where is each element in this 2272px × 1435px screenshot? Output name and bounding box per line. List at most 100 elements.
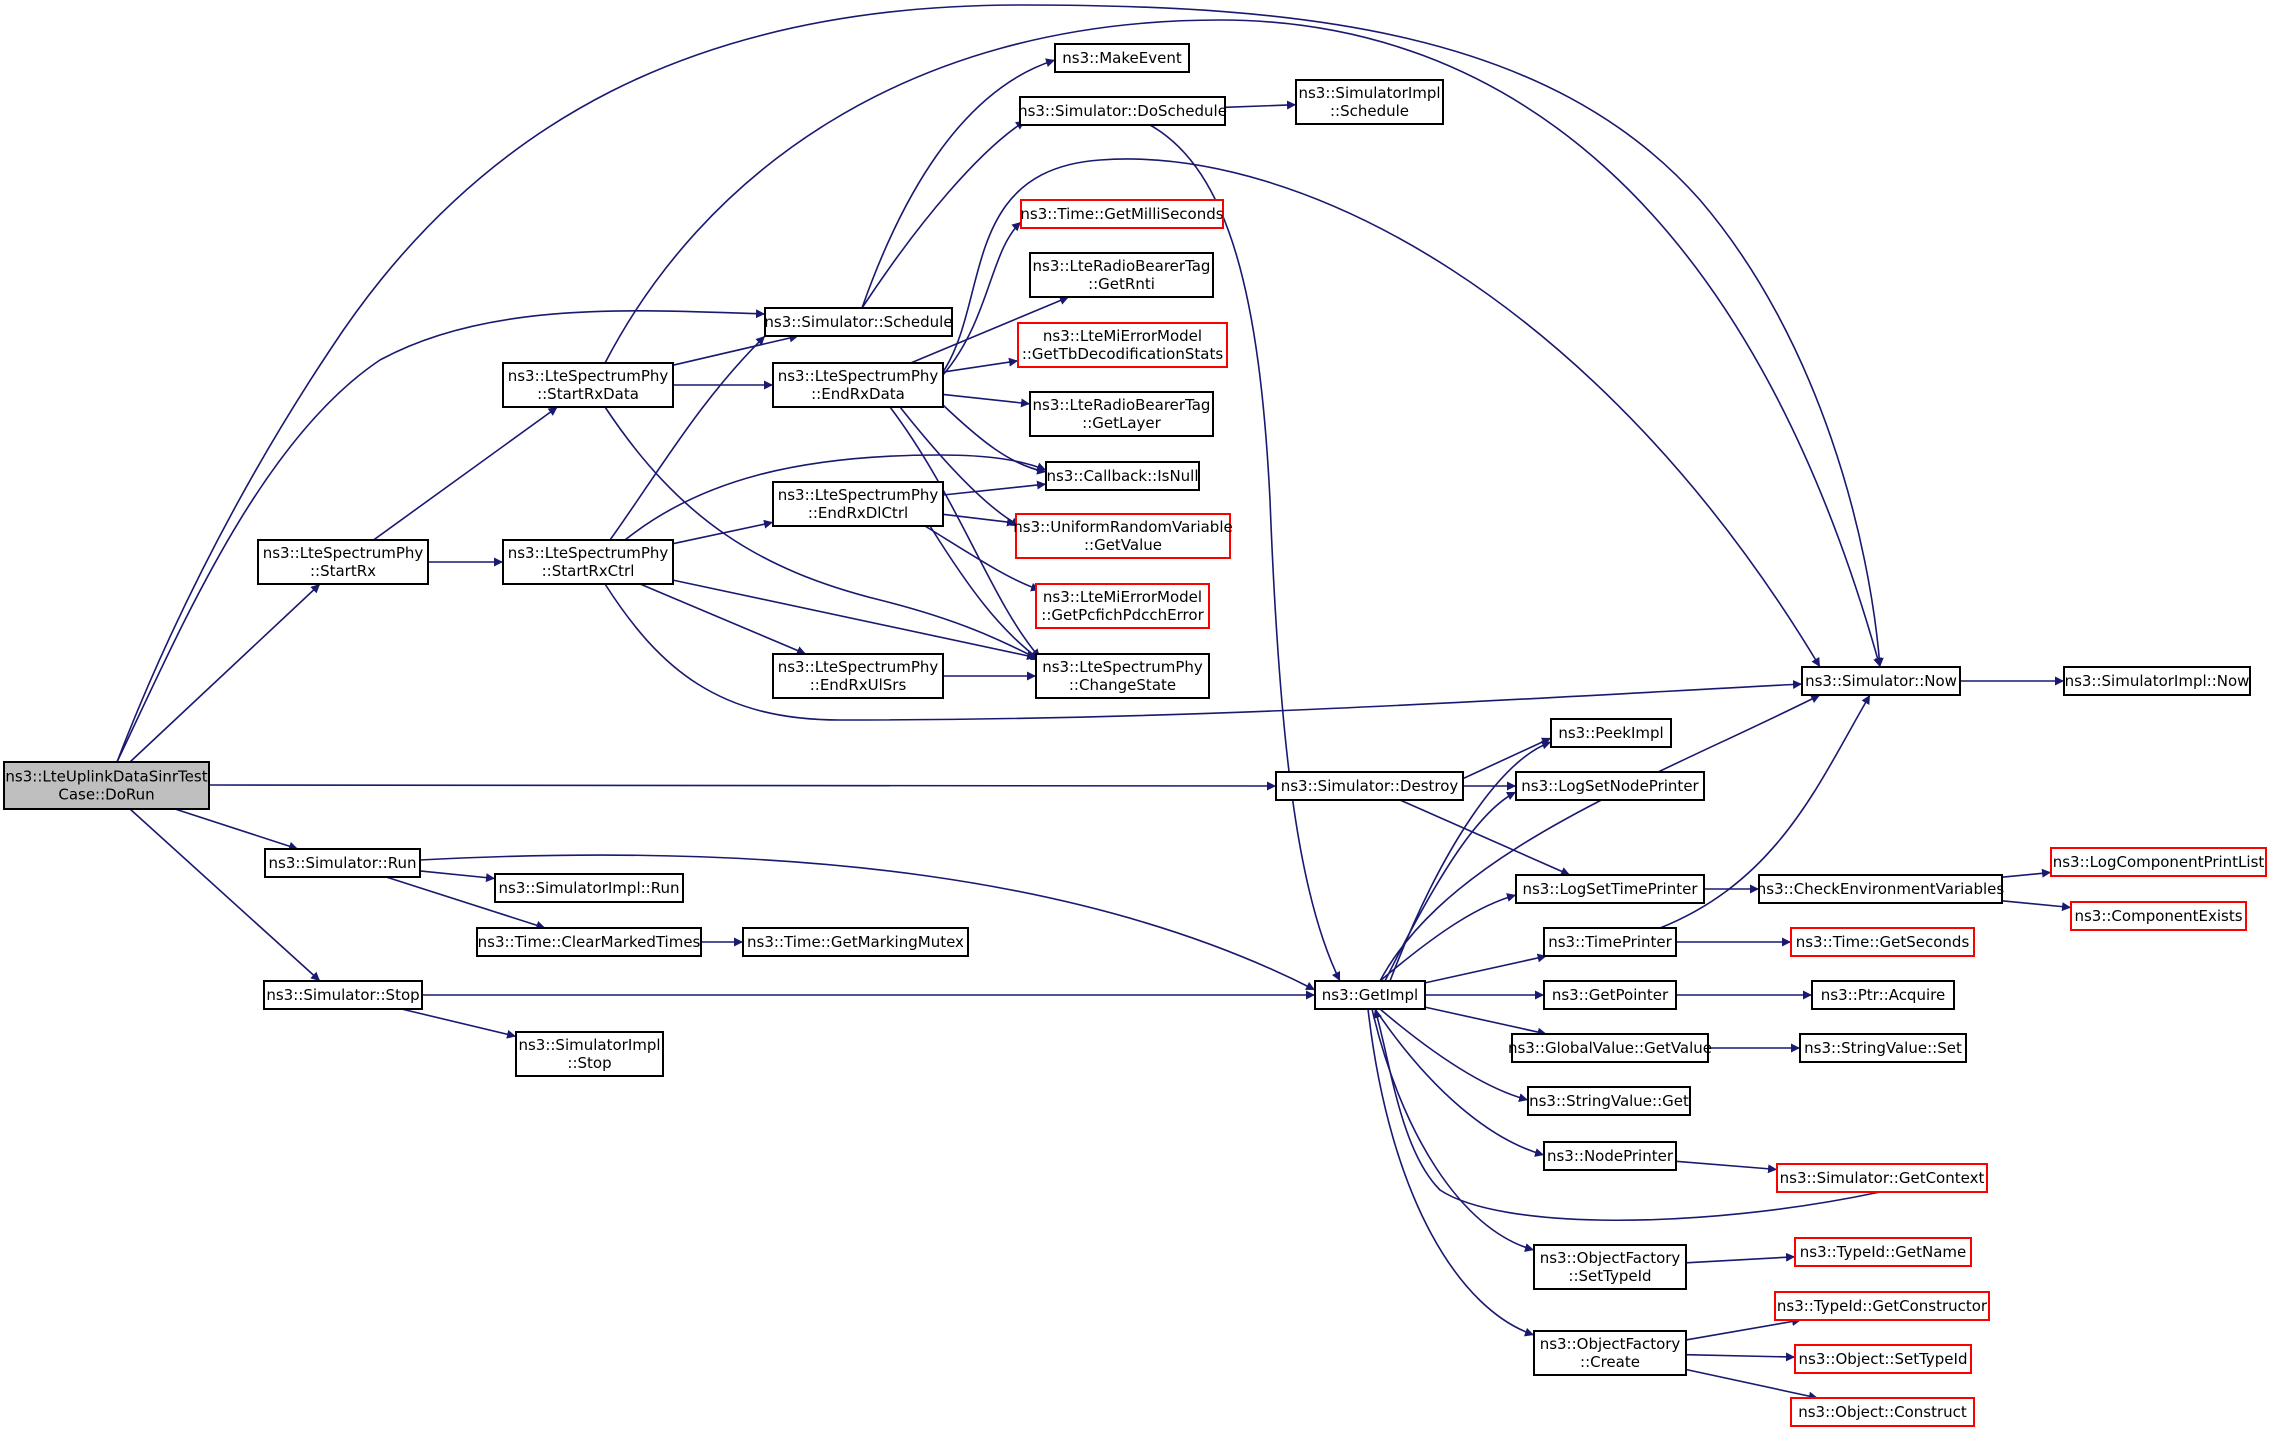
node-box (1017, 322, 1228, 368)
node-endrxdata[interactable]: ns3::LteSpectrumPhy::EndRxData (772, 362, 944, 408)
node-box (264, 848, 421, 878)
node-checkenv[interactable]: ns3::CheckEnvironmentVariables (1757, 874, 2005, 904)
node-label: ::StartRx (310, 562, 376, 580)
node-label: ns3::LteSpectrumPhy (778, 658, 939, 676)
edge-startrx-to-startrxdata (373, 406, 558, 541)
node-label: ::GetRnti (1088, 275, 1155, 293)
node-logsetnode[interactable]: ns3::LogSetNodePrinter (1515, 771, 1705, 801)
node-box (1527, 1086, 1691, 1116)
node-label: ns3::LogSetNodePrinter (1521, 777, 1699, 795)
node-compexists[interactable]: ns3::ComponentExists (2070, 901, 2247, 931)
node-nodeprinter[interactable]: ns3::NodePrinter (1543, 1141, 1677, 1171)
edge-getcontext-to-getimpl (1373, 1008, 1881, 1222)
node-objconstruct[interactable]: ns3::Object::Construct (1790, 1397, 1975, 1427)
node-label: ns3::LteMiErrorModel (1043, 588, 1202, 606)
node-box (1054, 43, 1190, 73)
node-label: ::EndRxData (811, 385, 905, 403)
node-box (1035, 653, 1210, 699)
node-getimpl[interactable]: ns3::GetImpl (1314, 980, 1426, 1010)
node-box (494, 873, 684, 903)
node-box (1543, 1141, 1677, 1171)
node-urvgetvalue[interactable]: ns3::UniformRandomVariable::GetValue (1013, 513, 1233, 559)
node-getpcfich[interactable]: ns3::LteMiErrorModel::GetPcfichPdcchErro… (1035, 583, 1210, 629)
node-changestate[interactable]: ns3::LteSpectrumPhy::ChangeState (1035, 653, 1210, 699)
node-getrnti[interactable]: ns3::LteRadioBearerTag::GetRnti (1029, 252, 1214, 298)
node-objsettypeid[interactable]: ns3::Object::SetTypeId (1794, 1344, 1972, 1374)
node-label: ns3::LteSpectrumPhy (778, 367, 939, 385)
node-getmilli[interactable]: ns3::Time::GetMilliSeconds (1020, 199, 1224, 229)
node-label: ::GetPcfichPdcchError (1041, 606, 1204, 624)
edge-dorun-to-simnow (116, 4, 1884, 763)
node-gvgetvalue[interactable]: ns3::GlobalValue::GetValue (1508, 1033, 1712, 1063)
node-box (502, 362, 674, 408)
node-label: ns3::SimulatorImpl (1298, 84, 1440, 102)
node-simnow[interactable]: ns3::Simulator::Now (1801, 666, 1961, 696)
node-getcontext[interactable]: ns3::Simulator::GetContext (1776, 1163, 1988, 1193)
node-isnull[interactable]: ns3::Callback::IsNull (1045, 461, 1200, 491)
node-label: ns3::TimePrinter (1548, 933, 1672, 951)
node-box (1801, 666, 1961, 696)
node-label: ns3::StringValue::Set (1804, 1039, 1962, 1057)
node-box (1794, 1344, 1972, 1374)
node-clearmarked[interactable]: ns3::Time::ClearMarkedTimes (476, 927, 702, 957)
node-label: ::GetValue (1084, 536, 1162, 554)
node-label: ns3::Time::GetMarkingMutex (747, 933, 964, 951)
node-label: ns3::PeekImpl (1558, 724, 1663, 742)
node-startrx[interactable]: ns3::LteSpectrumPhy::StartRx (257, 539, 429, 585)
node-destroy[interactable]: ns3::Simulator::Destroy (1275, 771, 1464, 801)
node-startrxdata[interactable]: ns3::LteSpectrumPhy::StartRxData (502, 362, 674, 408)
node-layer: ns3::LteUplinkDataSinrTestCase::DoRunns3… (3, 43, 2267, 1427)
edge-getimpl-to-ofcreate (1367, 1008, 1535, 1337)
node-ptracquire[interactable]: ns3::Ptr::Acquire (1811, 980, 1955, 1010)
node-svget[interactable]: ns3::StringValue::Get (1527, 1086, 1691, 1116)
node-box (2063, 666, 2251, 696)
node-getpointer[interactable]: ns3::GetPointer (1543, 980, 1677, 1010)
node-label: ns3::LteRadioBearerTag (1033, 396, 1211, 414)
node-startrxctrl[interactable]: ns3::LteSpectrumPhy::StartRxCtrl (502, 539, 674, 585)
edge-endrxdata-to-isnull (942, 404, 1047, 475)
node-endrxulsrs[interactable]: ns3::LteSpectrumPhy::EndRxUlSrs (772, 653, 944, 699)
node-getseconds[interactable]: ns3::Time::GetSeconds (1790, 927, 1975, 957)
node-label: ::Schedule (1330, 102, 1409, 120)
edge-ofsettypeid-to-getname (1685, 1252, 1796, 1264)
node-ofsettypeid[interactable]: ns3::ObjectFactory::SetTypeId (1533, 1244, 1687, 1290)
node-implschedule[interactable]: ns3::SimulatorImpl::Schedule (1295, 79, 1444, 125)
node-getmarkingmutex[interactable]: ns3::Time::GetMarkingMutex (742, 927, 969, 957)
node-label: ns3::ComponentExists (2074, 907, 2242, 925)
node-doschedule[interactable]: ns3::Simulator::DoSchedule (1018, 96, 1227, 126)
node-implstop[interactable]: ns3::SimulatorImpl::Stop (515, 1031, 664, 1077)
edge-startrxdata-to-simschedule (672, 333, 799, 366)
node-label: ns3::Callback::IsNull (1046, 467, 1198, 485)
node-endrxdlctrl[interactable]: ns3::LteSpectrumPhy::EndRxDlCtrl (772, 481, 944, 527)
node-timeprinter[interactable]: ns3::TimePrinter (1543, 927, 1677, 957)
node-getname[interactable]: ns3::TypeId::GetName (1794, 1237, 1972, 1267)
node-box (1020, 199, 1224, 229)
node-box (1029, 391, 1214, 437)
node-getconstructor[interactable]: ns3::TypeId::GetConstructor (1774, 1291, 1990, 1321)
node-label: ns3::LogComponentPrintList (2053, 853, 2265, 871)
node-simrun[interactable]: ns3::Simulator::Run (264, 848, 421, 878)
node-label: ns3::Simulator::Now (1805, 672, 1957, 690)
node-label: ns3::ObjectFactory (1540, 1249, 1681, 1267)
node-simschedule[interactable]: ns3::Simulator::Schedule (764, 307, 953, 337)
edge-endrxdata-to-getmilli (942, 221, 1022, 376)
node-makeevent[interactable]: ns3::MakeEvent (1054, 43, 1190, 73)
node-getlayer[interactable]: ns3::LteRadioBearerTag::GetLayer (1029, 391, 1214, 437)
node-gettbstats[interactable]: ns3::LteMiErrorModel::GetTbDecodificatio… (1017, 322, 1228, 368)
node-box (1295, 79, 1444, 125)
node-ofcreate[interactable]: ns3::ObjectFactory::Create (1533, 1330, 1687, 1376)
node-svset[interactable]: ns3::StringValue::Set (1799, 1033, 1967, 1063)
node-simstop[interactable]: ns3::Simulator::Stop (263, 980, 423, 1010)
node-label: ns3::Simulator::Run (269, 854, 417, 872)
node-implrun[interactable]: ns3::SimulatorImpl::Run (494, 873, 684, 903)
node-label: ::StartRxData (537, 385, 639, 403)
edge-simrun-to-clearmarked (385, 876, 546, 930)
node-implnow[interactable]: ns3::SimulatorImpl::Now (2063, 666, 2251, 696)
edge-startrxctrl-to-simschedule (609, 335, 766, 541)
edge-endrxdlctrl-to-getpcfich (924, 525, 1041, 592)
node-logcomplist[interactable]: ns3::LogComponentPrintList (2050, 847, 2267, 877)
node-logsettime[interactable]: ns3::LogSetTimePrinter (1515, 874, 1705, 904)
node-peekimpl[interactable]: ns3::PeekImpl (1550, 718, 1672, 748)
